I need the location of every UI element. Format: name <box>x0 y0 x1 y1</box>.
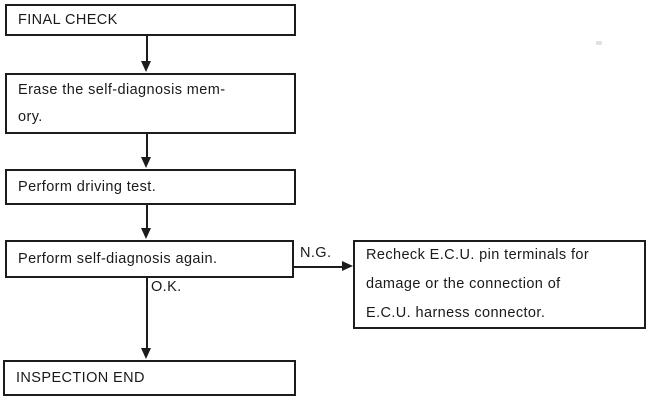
branch-label-ng: N.G. <box>300 245 332 261</box>
flow-node-erase-memory-label: Erase the self-diagnosis mem- ory. <box>18 81 226 125</box>
branch-label-ok: O.K. <box>151 279 182 295</box>
flow-node-self-diagnosis: Perform self-diagnosis again. <box>5 240 294 278</box>
scan-speck <box>596 41 602 45</box>
flow-node-inspection-end: INSPECTION END <box>3 360 296 396</box>
connector-line <box>146 278 148 349</box>
connector-line <box>146 134 148 159</box>
flow-node-driving-test: Perform driving test. <box>5 169 296 205</box>
arrow-down-icon <box>141 157 151 168</box>
arrow-down-icon <box>141 61 151 72</box>
flow-node-recheck-ecu: Recheck E.C.U. pin terminals for damage … <box>353 240 646 329</box>
flow-node-final-check: FINAL CHECK <box>5 4 296 36</box>
flow-node-driving-test-label: Perform driving test. <box>18 179 157 195</box>
connector-line <box>146 36 148 63</box>
arrow-right-icon <box>342 261 353 271</box>
flow-node-self-diagnosis-label: Perform self-diagnosis again. <box>18 251 218 267</box>
flow-node-erase-memory: Erase the self-diagnosis mem- ory. <box>5 73 296 134</box>
arrow-down-icon <box>141 228 151 239</box>
connector-line <box>294 266 344 268</box>
flow-node-inspection-end-label: INSPECTION END <box>16 370 145 386</box>
flow-node-final-check-label: FINAL CHECK <box>18 12 118 28</box>
flow-node-recheck-ecu-label: Recheck E.C.U. pin terminals for damage … <box>366 247 590 321</box>
arrow-down-icon <box>141 348 151 359</box>
connector-line <box>146 205 148 229</box>
